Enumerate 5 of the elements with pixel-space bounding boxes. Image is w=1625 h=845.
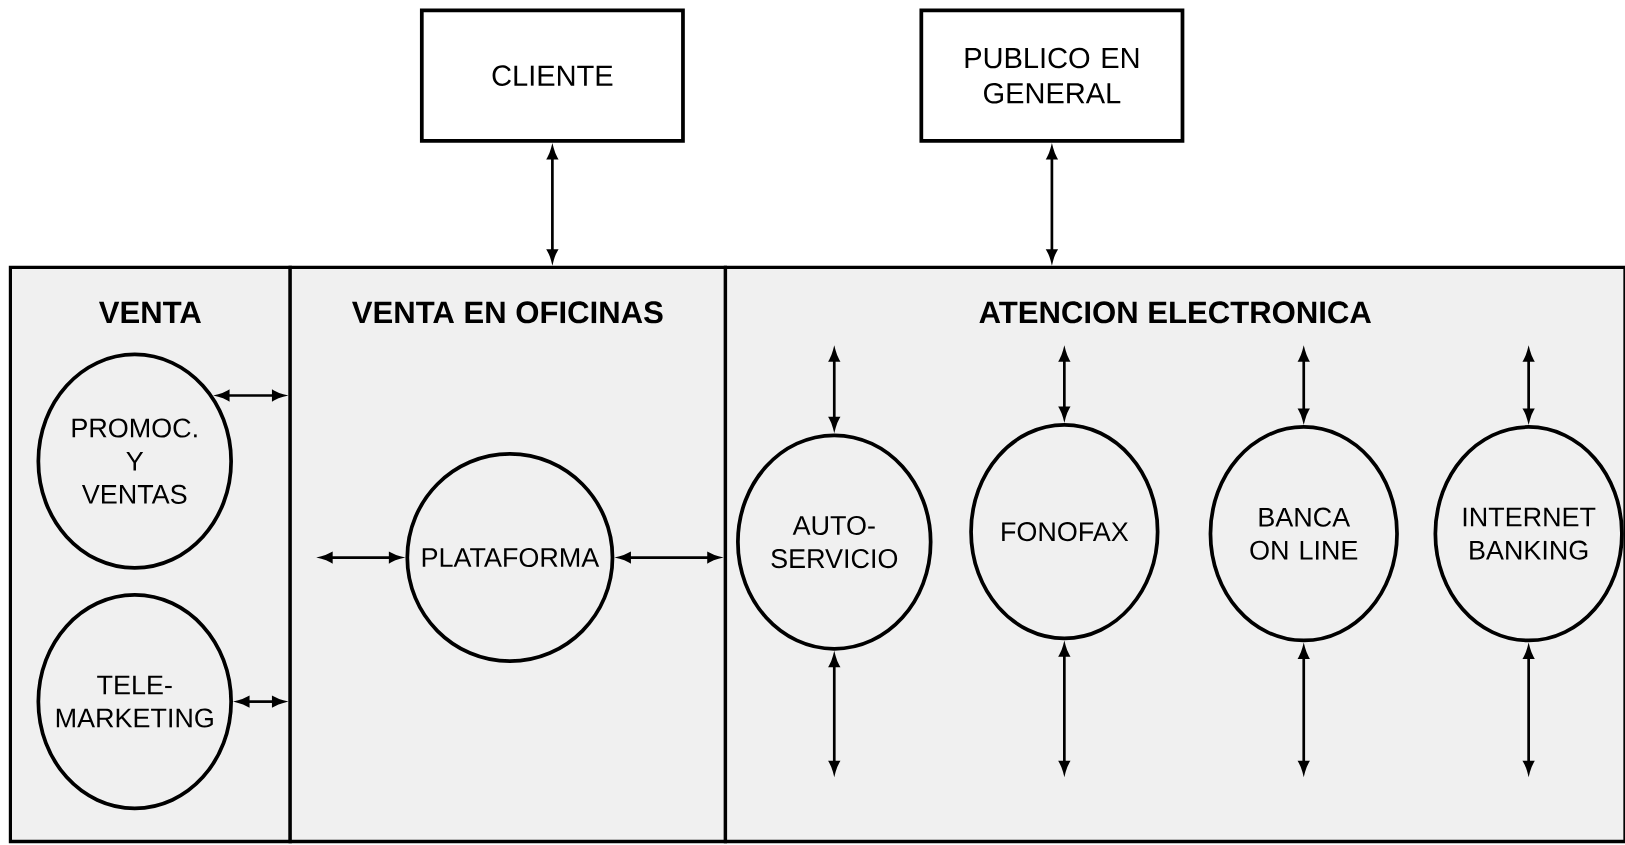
section-heading: VENTA xyxy=(99,301,201,324)
section-heading: ATENCION ELECTRONICA xyxy=(979,301,1371,324)
section-heading: VENTA EN OFICINAS xyxy=(352,301,663,324)
text-box: PUBLICO EN GENERAL xyxy=(919,8,1185,143)
text-box: CLIENTE xyxy=(419,8,685,143)
